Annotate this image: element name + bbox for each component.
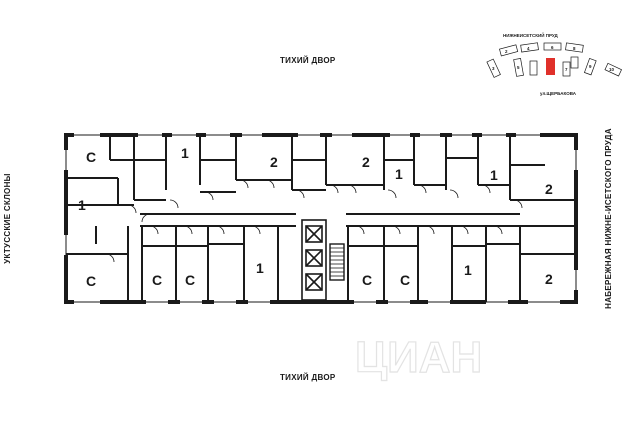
interior-walls [66, 135, 576, 302]
apt-label: 1 [395, 166, 403, 182]
keymap-num: 7 [565, 67, 568, 72]
keymap-section [570, 56, 579, 69]
apt-label: 1 [256, 260, 264, 276]
apt-label: 1 [181, 145, 189, 161]
keymap-num: 6 [551, 45, 554, 50]
apartment-labels: С 1 2 2 1 1 2 1 С С С 1 С С 1 2 [78, 145, 553, 289]
window-glazing [65, 134, 577, 303]
keymap-section [529, 60, 538, 76]
keymap-num: 9 [589, 64, 592, 69]
keymap-section [513, 58, 524, 77]
apt-label: 1 [78, 197, 86, 213]
apt-label: 2 [545, 271, 553, 287]
label-bottom-courtyard: ТИХИЙ ДВОР [280, 373, 336, 382]
keymap: НИЖНЕИСЕТСКИЙ ПРУД ул.ЩЕРБАКОВА 2 4 6 8 … [486, 31, 622, 96]
keymap-section [543, 42, 562, 51]
keymap-south-label: ул.ЩЕРБАКОВА [540, 91, 577, 96]
keymap-section [486, 58, 501, 78]
apt-label: С [86, 273, 96, 289]
keymap-num: 10 [609, 67, 615, 72]
keymap-section [562, 61, 571, 77]
keymap-num: 3 [492, 66, 495, 71]
staircase [329, 243, 345, 281]
keymap-num: 2 [505, 49, 508, 54]
keymap-num: 4 [527, 46, 530, 51]
apt-label: С [152, 272, 162, 288]
apt-label: С [400, 272, 410, 288]
apt-label: 1 [490, 167, 498, 183]
keymap-section [565, 42, 584, 53]
watermark-text: ЦИАН [355, 333, 482, 382]
keymap-num: 8 [573, 46, 576, 51]
keymap-current-section [546, 58, 555, 75]
apt-label: С [362, 272, 372, 288]
keymap-section [604, 62, 622, 77]
keymap-section [520, 42, 539, 53]
elevator-core [301, 219, 327, 301]
keymap-north-label: НИЖНЕИСЕТСКИЙ ПРУД [503, 31, 558, 38]
outer-wall [64, 133, 578, 304]
apt-label: 2 [545, 181, 553, 197]
keymap-section [499, 44, 519, 57]
door-swings [105, 179, 523, 263]
apt-label: 2 [362, 154, 370, 170]
label-top-courtyard: ТИХИЙ ДВОР [280, 56, 336, 65]
apt-label: 2 [270, 154, 278, 170]
keymap-num: 5 [517, 65, 520, 70]
apt-label: С [185, 272, 195, 288]
apt-label: С [86, 149, 96, 165]
keymap-section [583, 57, 597, 76]
apt-label: 1 [464, 262, 472, 278]
